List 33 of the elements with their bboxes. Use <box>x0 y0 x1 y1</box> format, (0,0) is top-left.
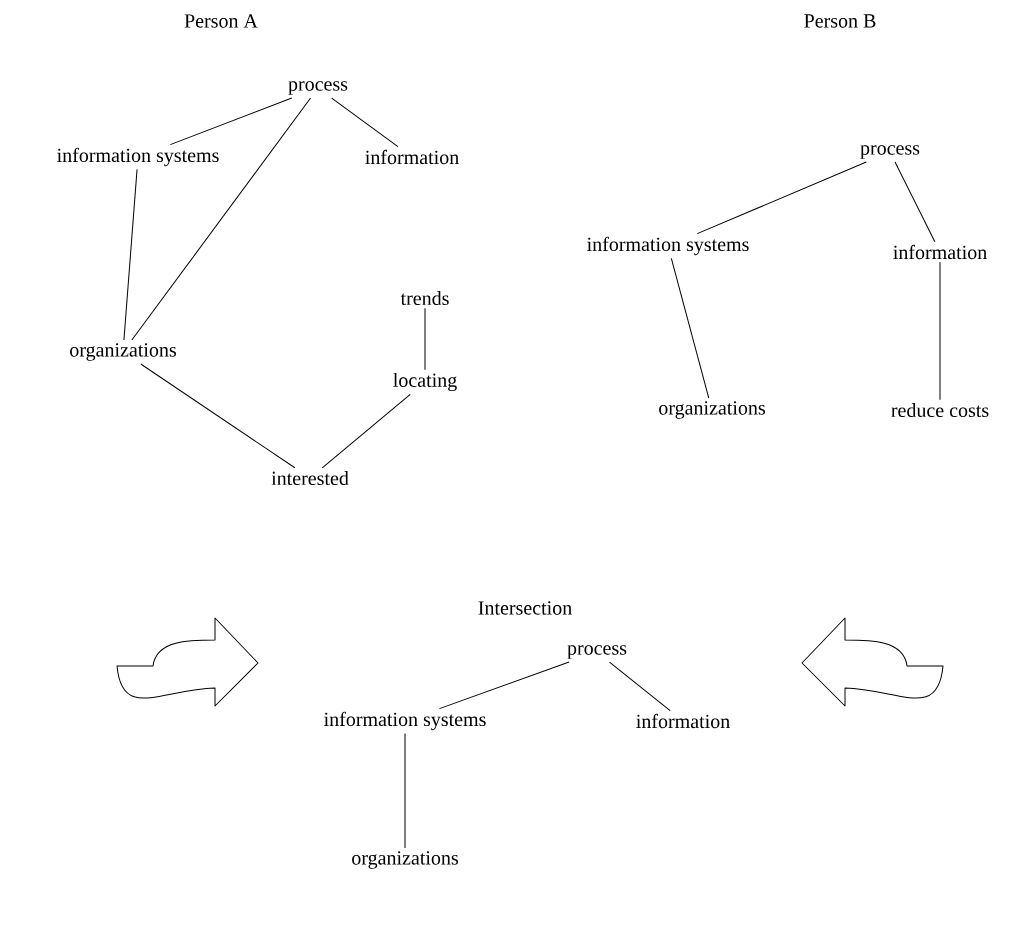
term-text: information systems <box>57 147 219 167</box>
connector-line <box>439 661 570 710</box>
connector-line <box>169 97 293 146</box>
connector-line <box>609 661 671 712</box>
connector-line <box>424 307 426 371</box>
term-text: information systems <box>324 711 486 731</box>
connector-line <box>404 732 406 849</box>
term-text: information systems <box>587 236 749 256</box>
heading: Person A <box>184 14 258 28</box>
term-text: organizations <box>659 401 765 419</box>
term-text: reduce costs <box>891 402 989 417</box>
connector-line <box>939 261 941 401</box>
heading: Intersection <box>478 601 572 615</box>
term-text: information <box>636 713 730 729</box>
term-text: organizations <box>352 851 458 869</box>
term-text: process <box>860 145 920 159</box>
term-text: process <box>288 81 348 95</box>
connector-line <box>131 97 312 341</box>
term-text: trends <box>400 290 449 305</box>
term-text: information <box>365 149 459 165</box>
connector-line <box>140 363 296 469</box>
connector-line <box>670 257 710 399</box>
connector-line <box>894 161 936 243</box>
connector-line <box>331 97 399 148</box>
connector-line <box>123 168 138 341</box>
connector-line <box>696 161 867 235</box>
term-text: process <box>567 645 627 659</box>
term-text: locating <box>393 372 457 392</box>
heading: Person B <box>804 14 876 28</box>
term-text: interested <box>271 470 349 486</box>
term-text: information <box>893 244 987 260</box>
connector-line <box>321 393 411 469</box>
term-text: organizations <box>70 343 176 361</box>
